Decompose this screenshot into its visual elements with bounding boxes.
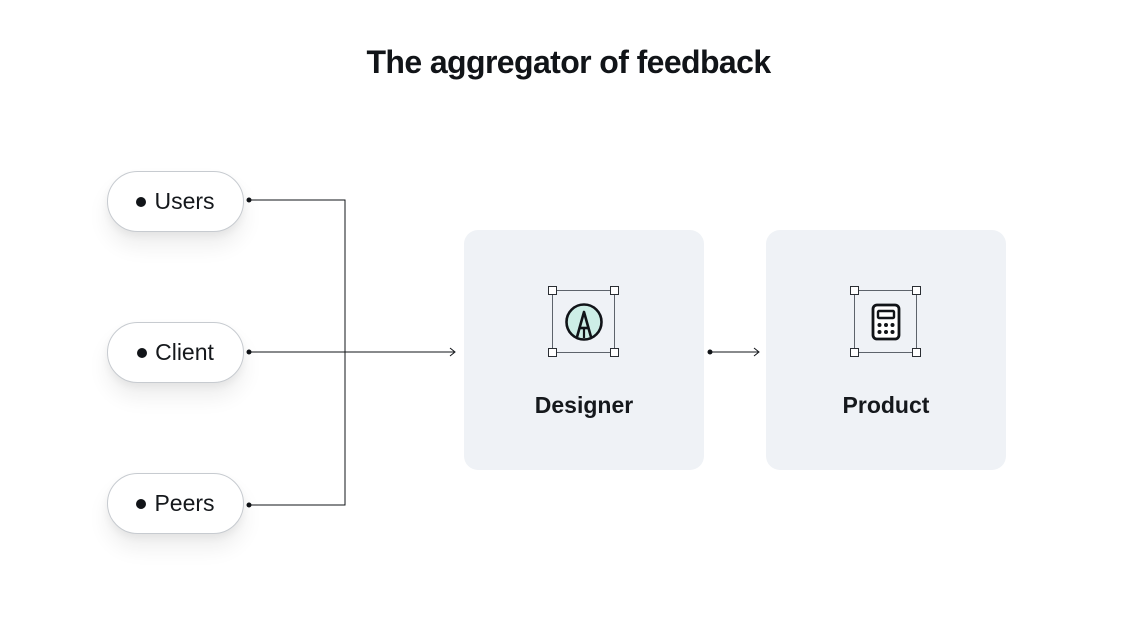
users-connector-dot — [246, 197, 252, 203]
stage-card-product: Product — [766, 230, 1006, 470]
bullet-icon — [137, 347, 148, 358]
peers-connector-dot — [246, 502, 252, 508]
pen-nib-icon — [565, 303, 603, 341]
stage-card-designer: Designer — [464, 230, 704, 470]
stage-label: Designer — [534, 392, 634, 418]
source-label: Client — [155, 339, 214, 365]
designer-output-dot — [707, 349, 713, 355]
resize-handle — [912, 286, 921, 295]
bullet-icon — [136, 498, 147, 509]
designer-to-product-arrowhead — [753, 347, 760, 357]
resize-handle — [850, 286, 859, 295]
source-pill-users: Users — [107, 171, 244, 232]
source-pill-client: Client — [107, 322, 244, 383]
source-label: Peers — [154, 490, 215, 516]
source-label: Users — [154, 188, 215, 214]
stage-label: Product — [842, 392, 930, 418]
diagram-title: The aggregator of feedback — [366, 44, 771, 80]
client-connector-dot — [246, 349, 252, 355]
peers-connector — [249, 352, 346, 506]
bullet-icon — [136, 196, 147, 207]
source-pill-peers: Peers — [107, 473, 244, 534]
resize-handle — [912, 348, 921, 357]
icon-selection-frame — [850, 286, 921, 357]
calculator-icon — [871, 303, 901, 341]
client-arrowhead — [449, 347, 456, 357]
resize-handle — [850, 348, 859, 357]
users-connector — [249, 199, 346, 352]
resize-handle — [548, 286, 557, 295]
resize-handle — [548, 348, 557, 357]
icon-selection-frame — [548, 286, 619, 357]
resize-handle — [610, 348, 619, 357]
resize-handle — [610, 286, 619, 295]
